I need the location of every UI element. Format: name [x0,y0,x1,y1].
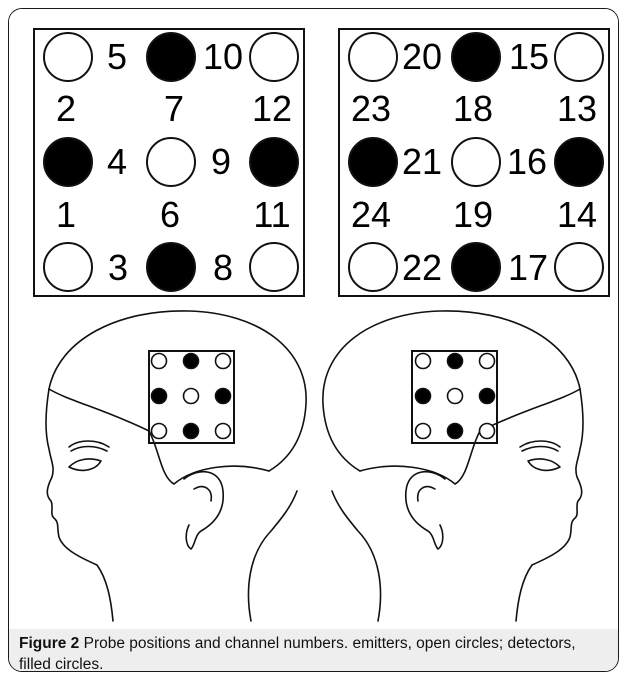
detector-optode [147,33,195,81]
channel-label: 8 [213,247,233,288]
eyebrow-inner [522,447,558,452]
right-head-probe-optodes [416,354,495,439]
face-profile [46,389,113,621]
detector-optode [184,424,199,439]
detector-optode [250,138,298,186]
channel-label: 20 [402,36,442,77]
detector-optode [448,424,463,439]
emitter-optode [416,354,431,369]
caption-text: Probe positions and channel numbers. emi… [19,635,576,672]
neck-back [248,491,297,621]
channel-label: 7 [164,88,184,129]
emitter-optode [349,243,397,291]
channel-label: 14 [557,194,597,235]
ear-inner [418,487,435,501]
detector-optode [216,389,231,404]
left-head-illustration [46,311,306,621]
emitter-optode [216,354,231,369]
emitter-optode [147,138,195,186]
channel-label: 5 [107,36,127,77]
eye [528,459,560,470]
figure-svg: 5 10 2 7 12 4 9 1 6 11 3 8 20 15 23 18 [9,9,619,629]
eyebrow-inner [71,447,107,452]
channel-label: 18 [453,88,493,129]
face-profile [516,389,583,621]
channel-label: 6 [160,194,180,235]
emitter-optode [250,33,298,81]
channel-label: 19 [453,194,493,235]
channel-label: 3 [108,247,128,288]
channel-label: 4 [107,141,127,182]
emitter-optode [555,33,603,81]
channel-label: 21 [402,141,442,182]
detector-optode [555,138,603,186]
emitter-optode [452,138,500,186]
channel-label: 23 [351,88,391,129]
channel-label: 13 [557,88,597,129]
channel-label: 22 [402,247,442,288]
ear-inner [194,487,211,501]
right-head-probe [412,351,497,443]
channel-label: 16 [507,141,547,182]
left-head-probe [149,351,234,443]
detector-optode [44,138,92,186]
figure-illustration: 5 10 2 7 12 4 9 1 6 11 3 8 20 15 23 18 [9,9,619,629]
channel-label: 11 [253,194,290,235]
channel-label: 17 [508,247,548,288]
channel-label: 10 [203,36,243,77]
left-probe-diagram: 5 10 2 7 12 4 9 1 6 11 3 8 [34,29,304,296]
channel-label: 9 [211,141,231,182]
left-head-probe-optodes [152,354,231,439]
detector-optode [152,389,167,404]
detector-optode [480,389,495,404]
caption-panel: Figure 2 Probe positions and channel num… [9,629,619,672]
emitter-optode [152,354,167,369]
neck-back [332,491,381,621]
emitter-optode [480,354,495,369]
channel-label: 1 [56,194,76,235]
right-probe-diagram: 20 15 23 18 13 21 16 24 19 14 22 17 [339,29,609,296]
emitter-optode [416,424,431,439]
emitter-optode [480,424,495,439]
ear [406,472,445,549]
emitter-optode [152,424,167,439]
eye [69,459,101,470]
detector-optode [448,354,463,369]
detector-optode [349,138,397,186]
detector-optode [452,243,500,291]
left-probe-optodes [44,33,298,291]
emitter-optode [44,243,92,291]
detector-optode [184,354,199,369]
emitter-optode [448,389,463,404]
detector-optode [416,389,431,404]
figure-label: Figure 2 [19,635,79,652]
channel-label: 12 [252,88,292,129]
detector-optode [147,243,195,291]
emitter-optode [44,33,92,81]
emitter-optode [216,424,231,439]
emitter-optode [250,243,298,291]
figure-caption: Figure 2 Probe positions and channel num… [19,633,611,672]
emitter-optode [555,243,603,291]
figure-frame: 5 10 2 7 12 4 9 1 6 11 3 8 20 15 23 18 [8,8,619,672]
channel-label: 24 [351,194,391,235]
detector-optode [452,33,500,81]
emitter-optode [349,33,397,81]
emitter-optode [184,389,199,404]
ear [184,472,223,549]
channel-label: 15 [509,36,549,77]
right-probe-optodes [349,33,603,291]
channel-label: 2 [56,88,76,129]
